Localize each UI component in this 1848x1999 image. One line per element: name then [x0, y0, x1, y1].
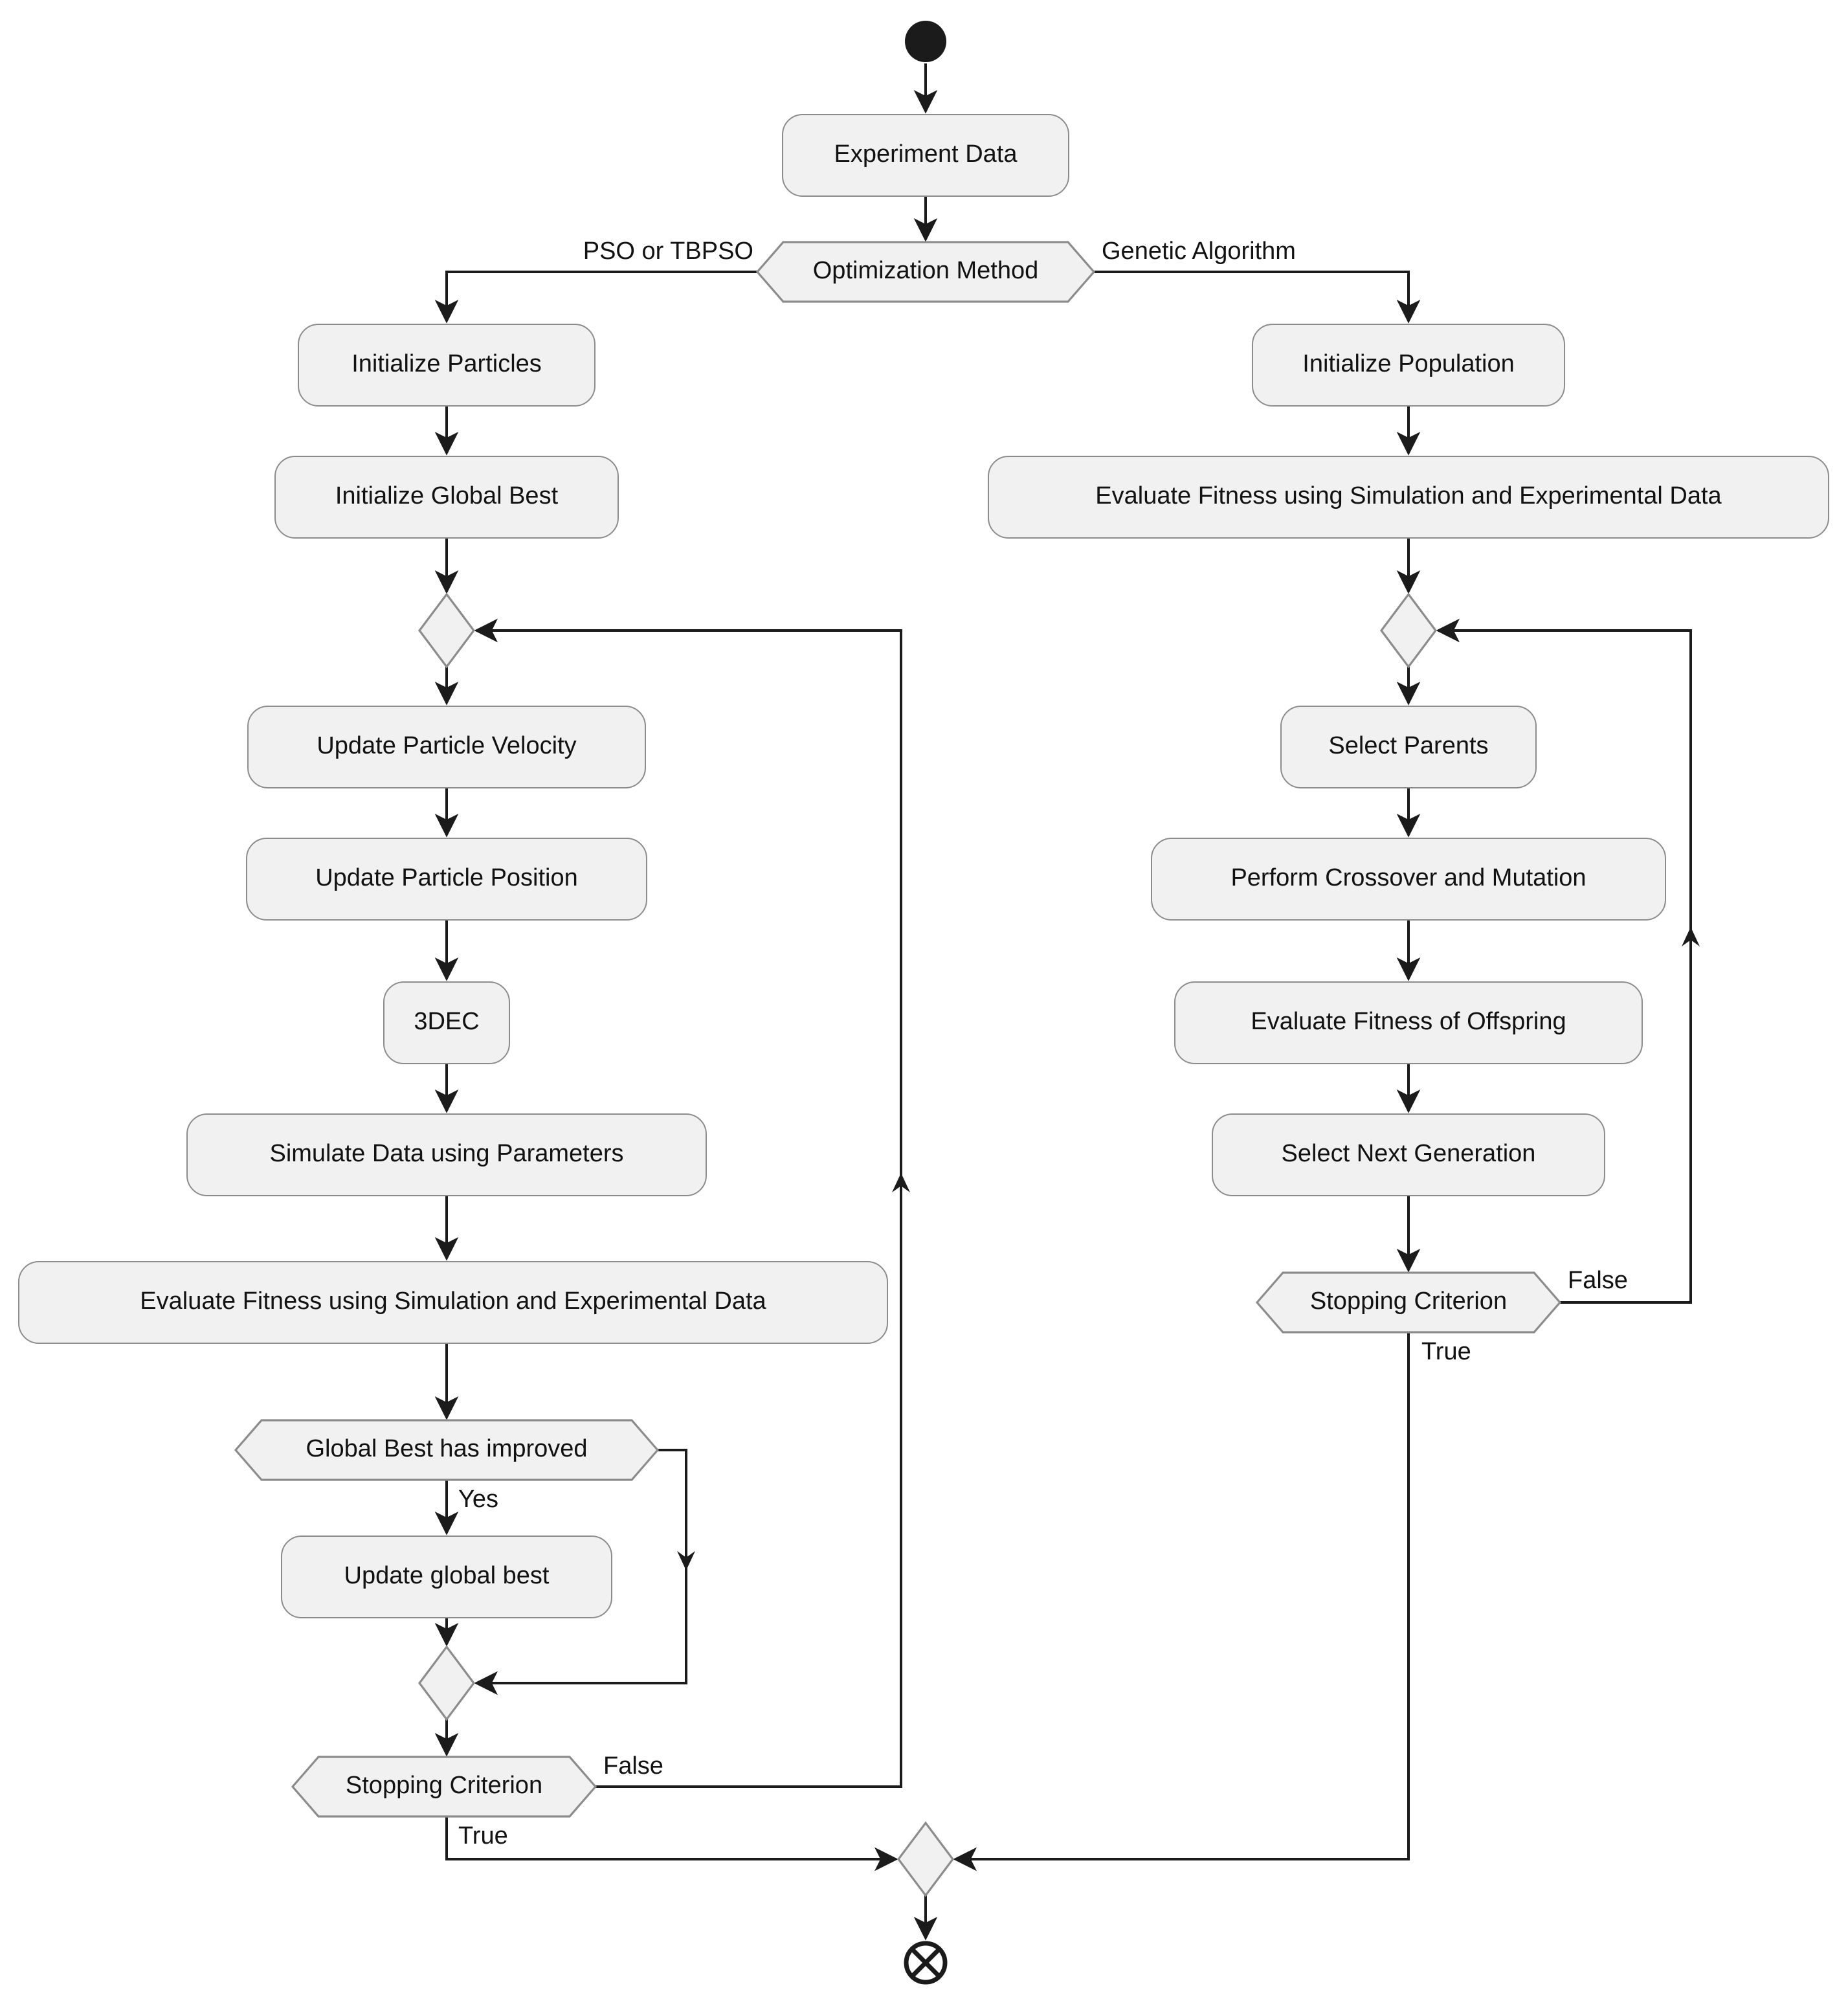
end-node	[904, 1941, 948, 1985]
activity-update-particle-velocity: Update Particle Velocity	[247, 706, 646, 788]
decision-global-best-improved	[234, 1419, 660, 1481]
loop-up-arrowhead-right	[1682, 927, 1700, 946]
activity-initialize-population: Initialize Population	[1252, 324, 1565, 407]
activity-update-particle-position: Update Particle Position	[246, 838, 647, 921]
edge-label-yes: Yes	[458, 1486, 498, 1513]
activity-update-global-best: Update global best	[281, 1536, 612, 1618]
edge-label-false-ga: False	[1568, 1268, 1628, 1295]
edge-stopping-ga-false-loop	[1436, 618, 1692, 1304]
bypass-down-arrowhead	[677, 1551, 695, 1570]
edge-label-ga-branch: Genetic Algorithm	[1102, 238, 1296, 265]
edge-label-true-pso: True	[458, 1823, 508, 1850]
decision-optimization-method	[755, 241, 1096, 303]
edge-stopping-pso-true	[445, 1816, 898, 1871]
edge-stopping-pso-false-loop	[474, 618, 902, 1788]
merge-diamond-pso	[418, 592, 475, 669]
edge-stopping-ga-true	[953, 1332, 1410, 1871]
activity-select-next-generation: Select Next Generation	[1212, 1113, 1605, 1196]
merge-diamond-pso-2	[418, 1645, 475, 1721]
activity-simulate-data: Simulate Data using Parameters	[186, 1113, 707, 1196]
activity-evaluate-fitness-ga: Evaluate Fitness using Simulation and Ex…	[988, 456, 1829, 539]
decision-stopping-criterion-ga	[1255, 1271, 1562, 1334]
activity-initialize-particles: Initialize Particles	[298, 324, 596, 407]
start-node	[905, 21, 946, 62]
activity-select-parents: Select Parents	[1280, 706, 1537, 788]
activity-initialize-global-best: Initialize Global Best	[274, 456, 619, 539]
final-merge-diamond	[897, 1821, 954, 1897]
edge-label-false-pso: False	[603, 1753, 663, 1780]
activity-perform-crossover-mutation: Perform Crossover and Mutation	[1151, 838, 1666, 921]
activity-evaluate-fitness-pso: Evaluate Fitness using Simulation and Ex…	[18, 1261, 888, 1344]
edge-label-true-ga: True	[1421, 1339, 1471, 1366]
activity-3dec: 3DEC	[383, 981, 510, 1064]
edge-pso-branch	[434, 271, 757, 324]
decision-stopping-criterion-pso	[291, 1756, 597, 1818]
flow-final-x-icon	[911, 1948, 941, 1978]
merge-diamond-ga	[1380, 592, 1437, 669]
edge-label-pso-branch: PSO or TBPSO	[583, 238, 753, 265]
loop-up-arrowhead-left	[892, 1173, 910, 1192]
edge-ga-branch	[1094, 271, 1421, 324]
activity-experiment-data: Experiment Data	[782, 114, 1069, 197]
activity-evaluate-fitness-offspring: Evaluate Fitness of Offspring	[1174, 981, 1643, 1064]
